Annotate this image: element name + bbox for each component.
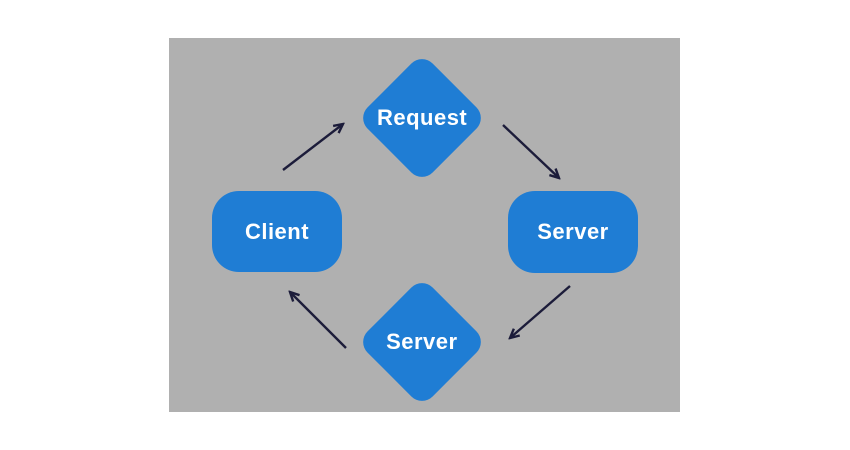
node-client-label: Client xyxy=(244,218,310,244)
node-server-bottom-label: Server xyxy=(386,328,458,354)
node-request-label: Request xyxy=(376,104,468,130)
node-server-right: Server xyxy=(508,191,638,273)
node-server-right-label: Server xyxy=(537,219,609,244)
node-client: Client xyxy=(212,191,342,272)
